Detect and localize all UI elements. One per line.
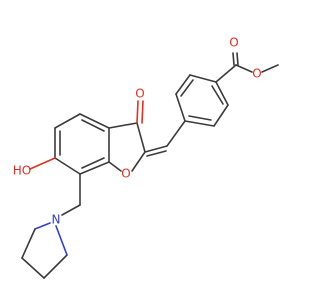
bond-benzene-3	[175, 93, 186, 122]
bond-vinyl	[144, 145, 168, 153]
bond-benzene-6	[215, 81, 229, 106]
bond-layer	[21, 52, 279, 279]
bond-benzo-5	[54, 157, 81, 175]
bond-ch2-to-n	[61, 204, 81, 216]
bond-pyrrolidine-3	[21, 257, 45, 279]
bond-vinyl-double	[146, 150, 167, 157]
bond-benzene-4	[184, 120, 215, 127]
bond-ketone-double	[141, 100, 144, 124]
bond-pyrrolidine-2	[21, 228, 36, 259]
bond-ester-carbonyl-double	[236, 52, 239, 66]
atom-o-carbonyl-ester: O	[229, 36, 238, 50]
atom-o-ketone: O	[135, 87, 144, 101]
bond-pyrrolidine-4	[43, 254, 68, 279]
bond-benzene-inner-1	[180, 79, 194, 97]
atom-layer: O O O O HO N	[13, 36, 262, 227]
bond-hydroxyl	[29, 157, 56, 170]
atom-n-pyrrolidine: N	[52, 213, 61, 227]
bond-pyrrolidine-1	[34, 222, 51, 230]
atom-o-hydroxyl: HO	[13, 164, 31, 178]
bond-furan-c7a-o	[108, 161, 122, 172]
atom-o-furan: O	[121, 167, 130, 181]
bond-ester-to-ring	[215, 64, 237, 83]
bond-benzene-5	[213, 104, 229, 127]
bond-ester-carbonyl	[232, 52, 235, 66]
bond-furan-c3-c3a	[108, 122, 138, 129]
bond-benzene-2	[175, 74, 191, 95]
bond-ester-ether	[235, 64, 253, 73]
bond-benzene-1	[189, 74, 217, 83]
bond-pyrrolidine-5	[55, 225, 68, 256]
bond-ketone	[136, 100, 139, 124]
bond-benzo-inner-1	[81, 119, 105, 132]
bond-furan-o-c2	[131, 151, 146, 172]
bond-furan-c2-c3	[136, 122, 146, 153]
atom-o-ether-ester: O	[252, 67, 261, 81]
bond-benzo-inner-3	[81, 157, 105, 169]
bond-benzo-2	[79, 113, 110, 129]
bond-ring-to-vinyl	[166, 120, 186, 147]
bond-benzene-inner-3	[211, 85, 224, 105]
bond-benzene-inner-2	[188, 115, 212, 121]
molecule-structure: O O O O HO N	[12, 35, 279, 279]
bond-ester-methyl	[261, 64, 279, 73]
bond-benzo-3	[54, 113, 81, 129]
bond-benzo-6	[79, 161, 110, 175]
